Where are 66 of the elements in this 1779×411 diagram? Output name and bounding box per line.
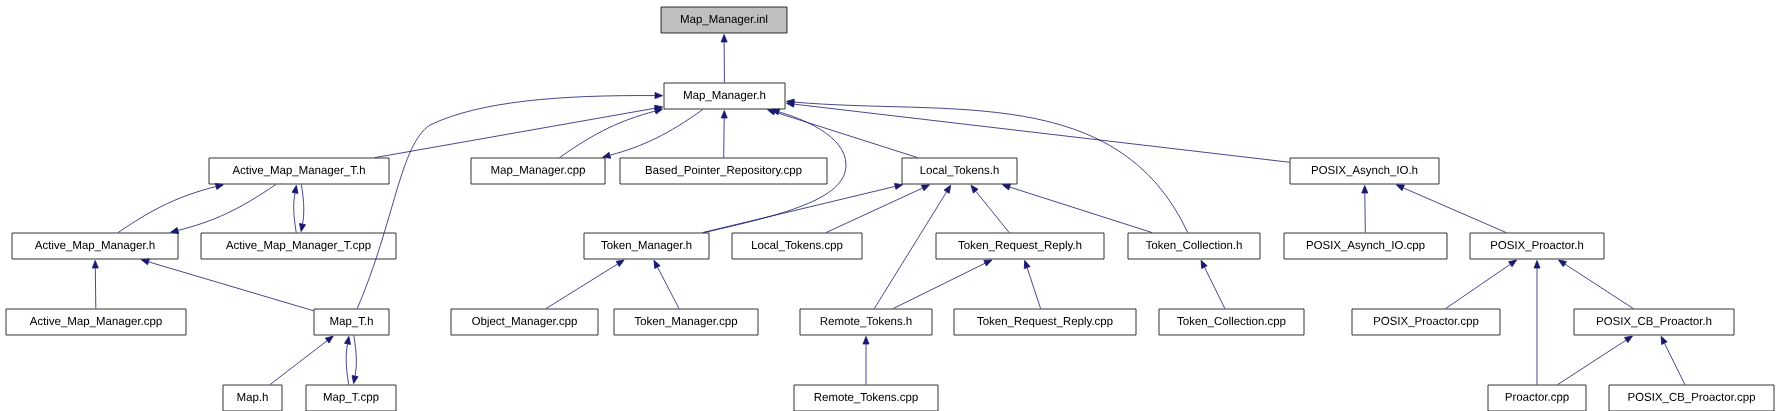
file-box: Map_Manager.inl xyxy=(660,6,788,34)
file-box: Token_Request_Reply.h xyxy=(935,232,1105,260)
file-box: Map_T.h xyxy=(313,308,390,336)
file-box: POSIX_Asynch_IO.h xyxy=(1289,157,1440,185)
file-box: Token_Collection.cpp xyxy=(1158,308,1305,336)
arrow xyxy=(299,184,306,232)
arrow xyxy=(140,258,314,312)
arrow xyxy=(862,336,870,385)
arrow xyxy=(344,336,351,385)
file-box: Active_Map_Manager.h xyxy=(11,232,179,260)
file-box: Token_Manager.h xyxy=(583,232,710,260)
arrow xyxy=(653,260,680,309)
arrow xyxy=(825,184,930,233)
file-box: Remote_Tokens.h xyxy=(799,308,933,336)
file-box: Active_Map_Manager_T.h xyxy=(208,157,390,185)
arrow xyxy=(1395,184,1507,233)
arrow xyxy=(970,184,1010,233)
arrow xyxy=(1200,260,1226,309)
arrow xyxy=(1660,336,1686,385)
arrow xyxy=(1533,260,1541,385)
arrow xyxy=(786,100,1290,163)
file-box: Remote_Tokens.cpp xyxy=(793,384,939,411)
file-box: Map.h xyxy=(222,384,283,411)
arrow xyxy=(374,104,663,158)
arrow xyxy=(1023,260,1041,309)
file-box: Based_Pointer_Repository.cpp xyxy=(619,157,828,185)
arrow xyxy=(559,107,663,158)
arrow xyxy=(702,183,903,233)
file-box: Active_Map_Manager_T.cpp xyxy=(200,232,397,260)
file-box: Proactor.cpp xyxy=(1487,384,1587,411)
arrow xyxy=(1558,259,1634,309)
file-box: Map_T.cpp xyxy=(305,384,397,411)
file-box: Local_Tokens.h xyxy=(901,157,1018,185)
file-box: Token_Collection.h xyxy=(1127,232,1261,260)
arrow xyxy=(351,335,359,384)
arrow xyxy=(1361,185,1369,233)
file-box: POSIX_Proactor.cpp xyxy=(1351,308,1501,336)
file-box: POSIX_Asynch_IO.cpp xyxy=(1283,232,1448,260)
arrow xyxy=(269,335,334,385)
arrow xyxy=(1002,183,1153,233)
arrow xyxy=(892,259,993,309)
arrow xyxy=(545,259,625,309)
arrow xyxy=(720,34,728,83)
arrow xyxy=(703,108,847,233)
arrow xyxy=(1445,259,1517,309)
arrow xyxy=(786,98,1189,233)
file-box: POSIX_CB_Proactor.h xyxy=(1573,308,1735,336)
file-box: Object_Manager.cpp xyxy=(450,308,599,336)
arrow xyxy=(767,108,918,158)
file-box: Map_Manager.cpp xyxy=(470,157,606,185)
arrow xyxy=(1557,335,1633,385)
arrow xyxy=(117,183,224,233)
file-box: POSIX_Proactor.h xyxy=(1469,232,1605,260)
arrow xyxy=(602,109,704,159)
arrow xyxy=(873,184,952,309)
arrow xyxy=(170,184,277,234)
file-box: Token_Manager.cpp xyxy=(613,308,759,336)
file-box: Active_Map_Manager.cpp xyxy=(5,308,187,336)
arrow xyxy=(91,260,99,309)
file-box: POSIX_CB_Proactor.cpp xyxy=(1608,384,1775,411)
arrow xyxy=(356,92,663,309)
file-box: Local_Tokens.cpp xyxy=(731,232,863,260)
file-box: Token_Request_Reply.cpp xyxy=(953,308,1137,336)
arrow xyxy=(720,110,728,158)
file-box: Map_Manager.h xyxy=(663,82,786,110)
arrow xyxy=(291,185,299,233)
